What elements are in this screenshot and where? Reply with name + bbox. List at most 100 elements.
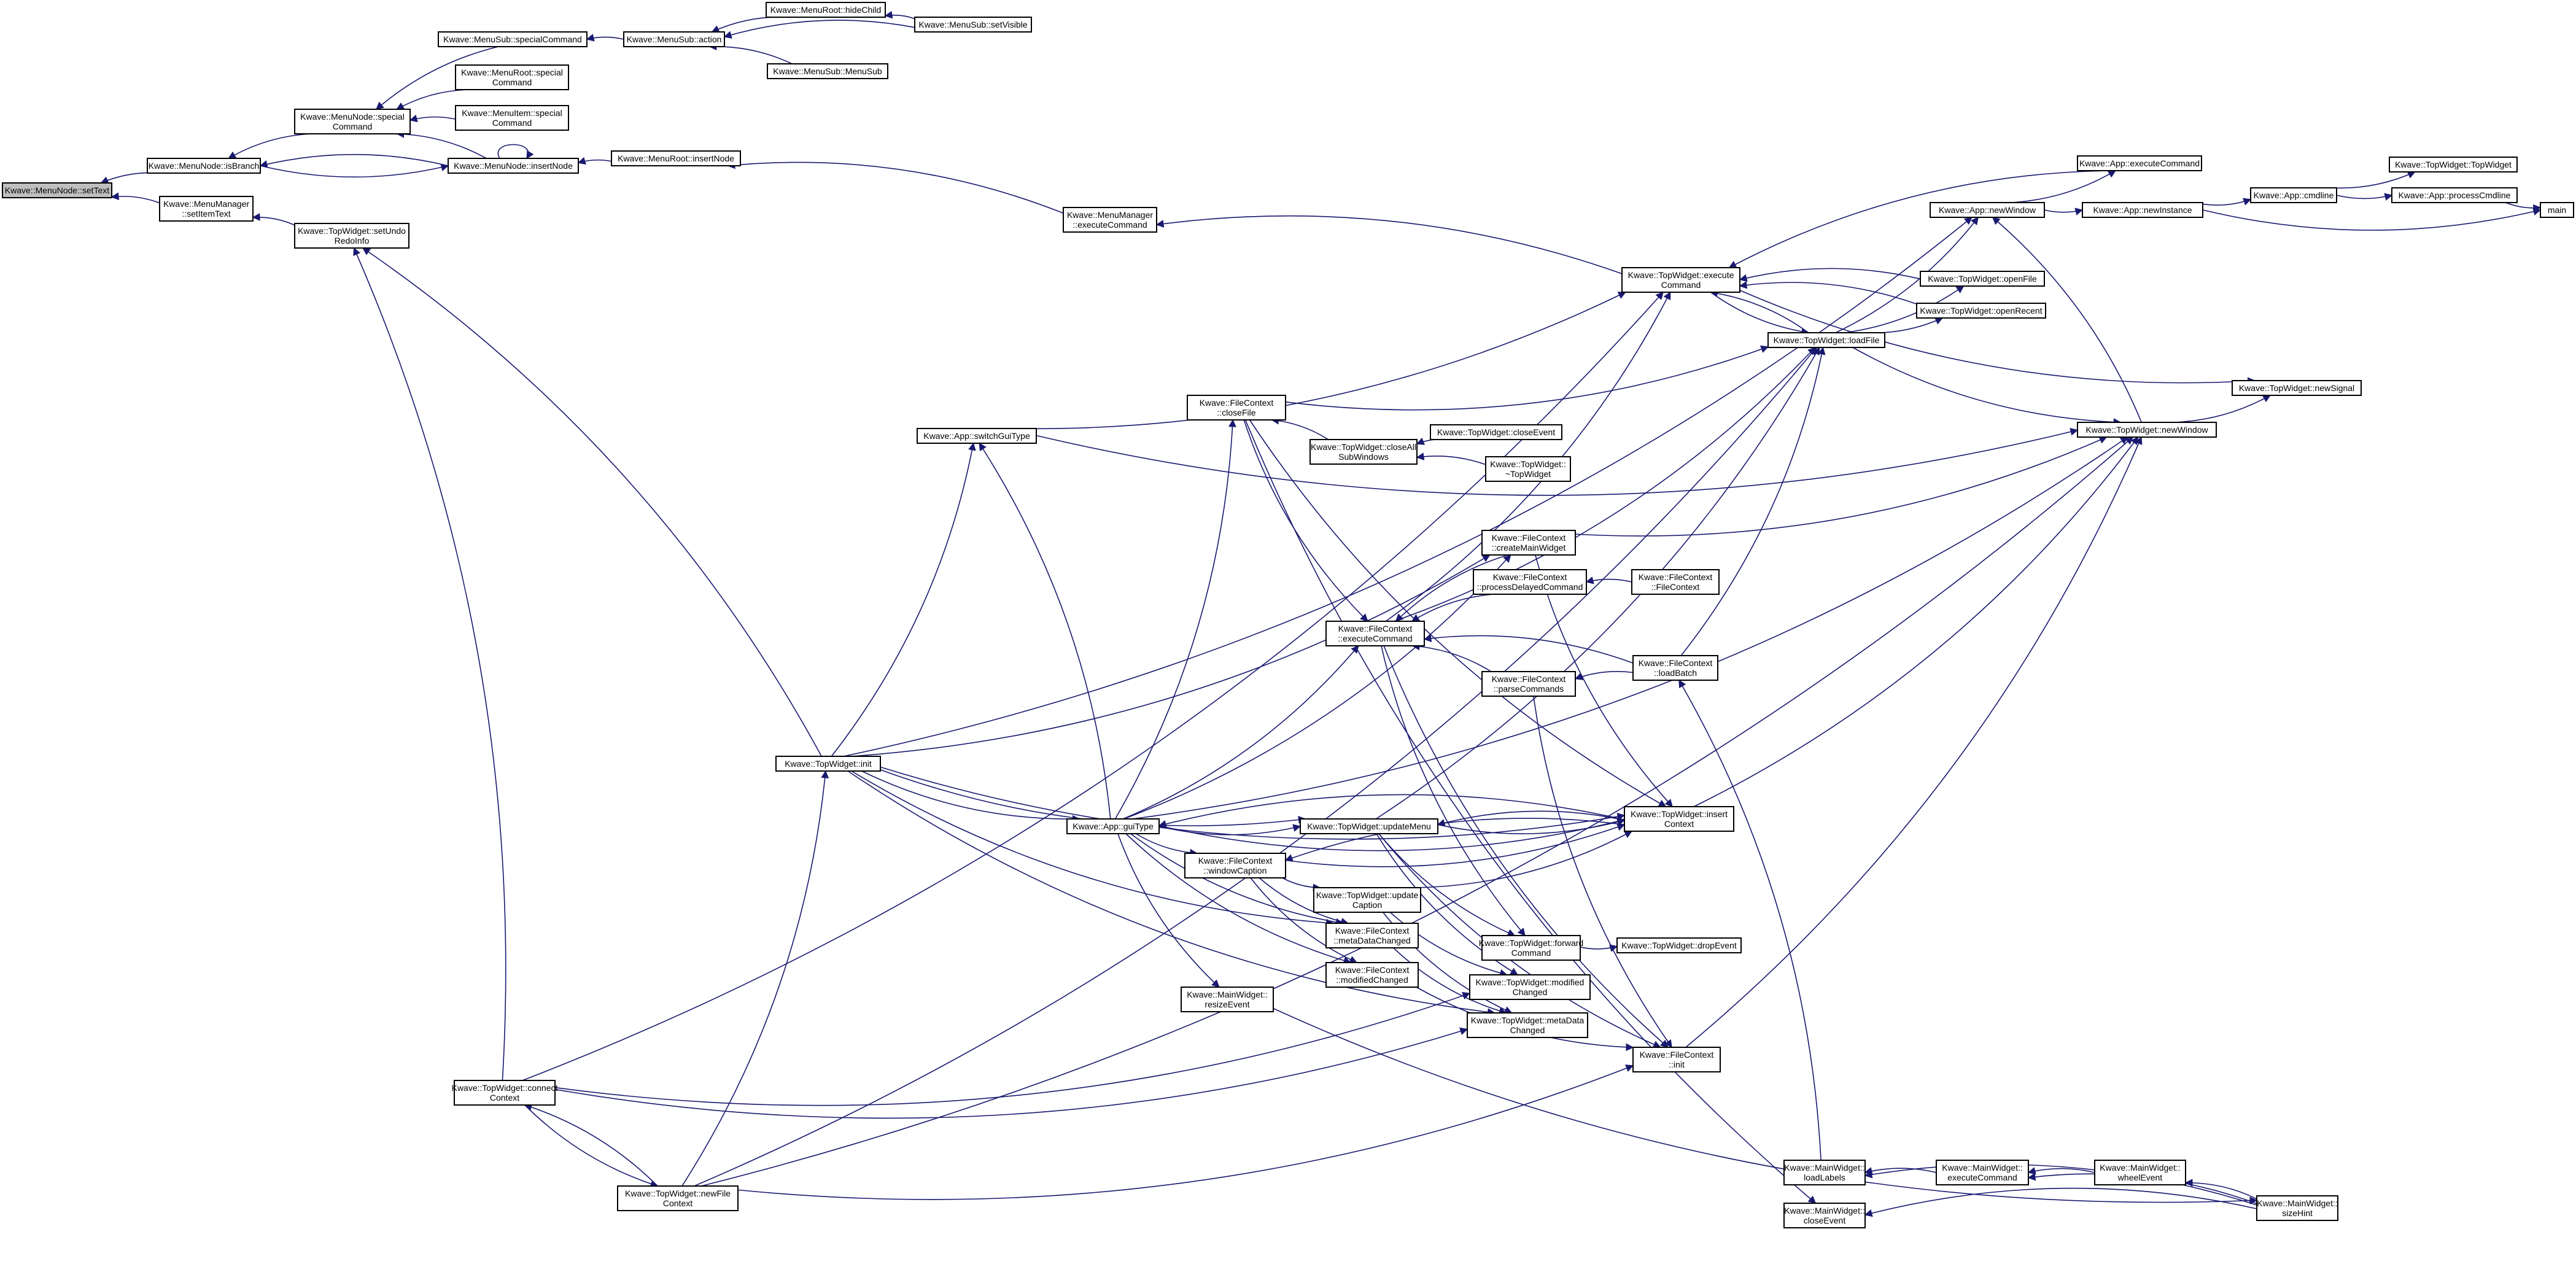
node-hideChild[interactable]: Kwave::MenuRoot::hideChild <box>766 2 886 18</box>
call-edge-parseCmds-to-fcInit <box>1533 696 1672 1049</box>
node-label: Kwave::TopWidget::openRecent <box>1920 306 2042 316</box>
node-windowCaption[interactable]: Kwave::FileContext::windowCaption <box>1184 853 1286 878</box>
node-label: Kwave::TopWidget::connect <box>452 1083 558 1093</box>
node-setVisible[interactable]: Kwave::MenuSub::setVisible <box>914 17 1032 33</box>
node-box <box>1621 267 1740 293</box>
node-subSpecial[interactable]: Kwave::MenuSub::specialCommand <box>438 31 588 47</box>
call-edge-newFileContext-to-connectContext <box>524 1103 658 1187</box>
node-newSignal[interactable]: Kwave::TopWidget::newSignal <box>2232 380 2362 396</box>
call-edge-twInit-to-insertContext <box>880 766 1626 840</box>
node-createMain[interactable]: Kwave::FileContext::createMainWidget <box>1481 530 1576 556</box>
node-fcModified[interactable]: Kwave::FileContext::modifiedChanged <box>1325 962 1419 988</box>
node-fcCtor[interactable]: Kwave::FileContext::FileContext <box>1631 569 1720 595</box>
node-label: Kwave::TopWidget::closeEvent <box>1437 427 1555 437</box>
node-twInit[interactable]: Kwave::TopWidget::init <box>775 756 881 772</box>
node-box <box>2082 202 2203 218</box>
node-parseCmds[interactable]: Kwave::FileContext::parseCommands <box>1481 671 1576 697</box>
node-guiType[interactable]: Kwave::App::guiType <box>1066 818 1160 834</box>
call-edge-insertContext-to-twNewWindow <box>1693 436 2139 807</box>
node-dropEvent[interactable]: Kwave::TopWidget::dropEvent <box>1616 937 1742 953</box>
node-label: Kwave::TopWidget::dropEvent <box>1621 940 1737 950</box>
node-twCtor[interactable]: Kwave::TopWidget::TopWidget <box>2389 157 2518 173</box>
call-edge-connectContext-to-setUndoRedo <box>353 247 506 1081</box>
node-subAction[interactable]: Kwave::MenuSub::action <box>623 31 725 47</box>
node-resizeEvent[interactable]: Kwave::MainWidget::resizeEvent <box>1181 987 1274 1012</box>
node-setItemText[interactable]: Kwave::MenuManager::setItemText <box>159 196 254 222</box>
node-isBranch[interactable]: Kwave::MenuNode::isBranch <box>147 158 261 174</box>
node-openRecent[interactable]: Kwave::TopWidget::openRecent <box>1916 303 2046 319</box>
node-main[interactable]: main <box>2540 202 2574 218</box>
node-label: Context <box>663 1198 692 1208</box>
node-openFile[interactable]: Kwave::TopWidget::openFile <box>1920 271 2045 287</box>
node-switchGui[interactable]: Kwave::App::switchGuiType <box>917 428 1037 444</box>
node-label: RedoInfo <box>335 236 370 246</box>
node-box <box>1916 303 2046 319</box>
call-edge-guiType-to-fcExec <box>1123 645 1359 820</box>
call-edge-subSpecial-to-specialCommand <box>375 46 499 110</box>
call-edge-twInit-to-setUndoRedo <box>362 247 822 757</box>
call-edge-guiType-to-createMain <box>1123 554 1511 820</box>
node-updateMenu[interactable]: Kwave::TopWidget::updateMenu <box>1300 818 1438 834</box>
node-fcMetaData[interactable]: Kwave::FileContext::metaDataChanged <box>1325 923 1419 948</box>
node-twNewWindow[interactable]: Kwave::TopWidget::newWindow <box>2077 422 2217 438</box>
call-edge-fcClose-to-insertContext <box>1249 419 1667 807</box>
node-processCmdline[interactable]: Kwave::App::processCmdline <box>2391 187 2518 203</box>
node-cmdline[interactable]: Kwave::App::cmdline <box>2250 187 2337 203</box>
node-root[interactable]: Kwave::MenuNode::setText <box>2 182 112 198</box>
node-rootInsertNode[interactable]: Kwave::MenuRoot::insertNode <box>611 150 741 166</box>
node-label: Kwave::MenuManager <box>1067 210 1153 220</box>
node-label: ::modifiedChanged <box>1336 975 1408 985</box>
node-twMetaData[interactable]: Kwave::TopWidget::metaDataChanged <box>1467 1012 1588 1038</box>
node-loadLabels[interactable]: Kwave::MainWidget::loadLabels <box>1783 1160 1866 1185</box>
node-label: Kwave::FileContext <box>1639 572 1713 582</box>
node-label: Kwave::TopWidget::newSignal <box>2239 383 2354 393</box>
node-dtor[interactable]: Kwave::TopWidget::~TopWidget <box>1485 456 1571 482</box>
node-label: ::processDelayedCommand <box>1477 582 1583 592</box>
call-edge-twNewWindow-to-newSignal <box>2173 395 2271 423</box>
node-newWindow[interactable]: Kwave::App::newWindow <box>1930 202 2045 218</box>
node-label: Kwave::App::processCmdline <box>2399 190 2511 200</box>
node-newInstance[interactable]: Kwave::App::newInstance <box>2082 202 2203 218</box>
node-label: Kwave::FileContext <box>1338 624 1413 634</box>
node-fcInit[interactable]: Kwave::FileContext::init <box>1632 1047 1721 1072</box>
node-fcClose[interactable]: Kwave::FileContext::closeFile <box>1187 395 1286 421</box>
node-rootSpecial[interactable]: Kwave::MenuRoot::specialCommand <box>455 64 569 90</box>
node-fcExec[interactable]: Kwave::FileContext::executeCommand <box>1325 621 1425 646</box>
call-edge-hideChild-to-subAction <box>711 16 788 33</box>
node-specialCommand[interactable]: Kwave::MenuNode::specialCommand <box>294 109 411 134</box>
node-mmExec[interactable]: Kwave::MenuManager::executeCommand <box>1063 207 1157 233</box>
node-itemSpecial[interactable]: Kwave::MenuItem::specialCommand <box>455 105 569 131</box>
node-label: Kwave::TopWidget::init <box>785 759 872 769</box>
node-label: Command <box>1511 948 1551 958</box>
node-insertNode[interactable]: Kwave::MenuNode::insertNode <box>448 158 579 174</box>
node-appExec[interactable]: Kwave::App::executeCommand <box>2077 155 2202 171</box>
node-label: Command <box>1661 280 1701 290</box>
node-closeEvent[interactable]: Kwave::TopWidget::closeEvent <box>1430 424 1562 440</box>
node-box <box>611 150 741 166</box>
node-label: Kwave::FileContext <box>1335 926 1410 936</box>
node-menuSub[interactable]: Kwave::MenuSub::MenuSub <box>767 63 888 79</box>
node-mwExec[interactable]: Kwave::MainWidget::executeCommand <box>1936 1160 2029 1185</box>
node-loadFile[interactable]: Kwave::TopWidget::loadFile <box>1767 332 1885 348</box>
node-box <box>617 1185 739 1211</box>
node-label: Command <box>492 118 532 128</box>
node-box <box>294 223 409 249</box>
call-edge-newFileContext-to-twNewWindow <box>701 436 2134 1187</box>
node-wheelEvent[interactable]: Kwave::MainWidget::wheelEvent <box>2094 1160 2186 1185</box>
node-box <box>2540 202 2574 218</box>
node-mwClose[interactable]: Kwave::MainWidget::closeEvent <box>1783 1203 1866 1228</box>
node-twModified[interactable]: Kwave::TopWidget::modifiedChanged <box>1469 974 1591 1000</box>
node-procDelayed[interactable]: Kwave::FileContext::processDelayedComman… <box>1473 569 1587 595</box>
node-loadBatch[interactable]: Kwave::FileContext::loadBatch <box>1632 655 1718 681</box>
node-label: Kwave::TopWidget::update <box>1316 890 1419 900</box>
node-label: Kwave::FileContext <box>1198 856 1273 866</box>
node-twExec[interactable]: Kwave::TopWidget::executeCommand <box>1621 267 1740 293</box>
node-sizeHint[interactable]: Kwave::MainWidget::sizeHint <box>2256 1195 2338 1221</box>
